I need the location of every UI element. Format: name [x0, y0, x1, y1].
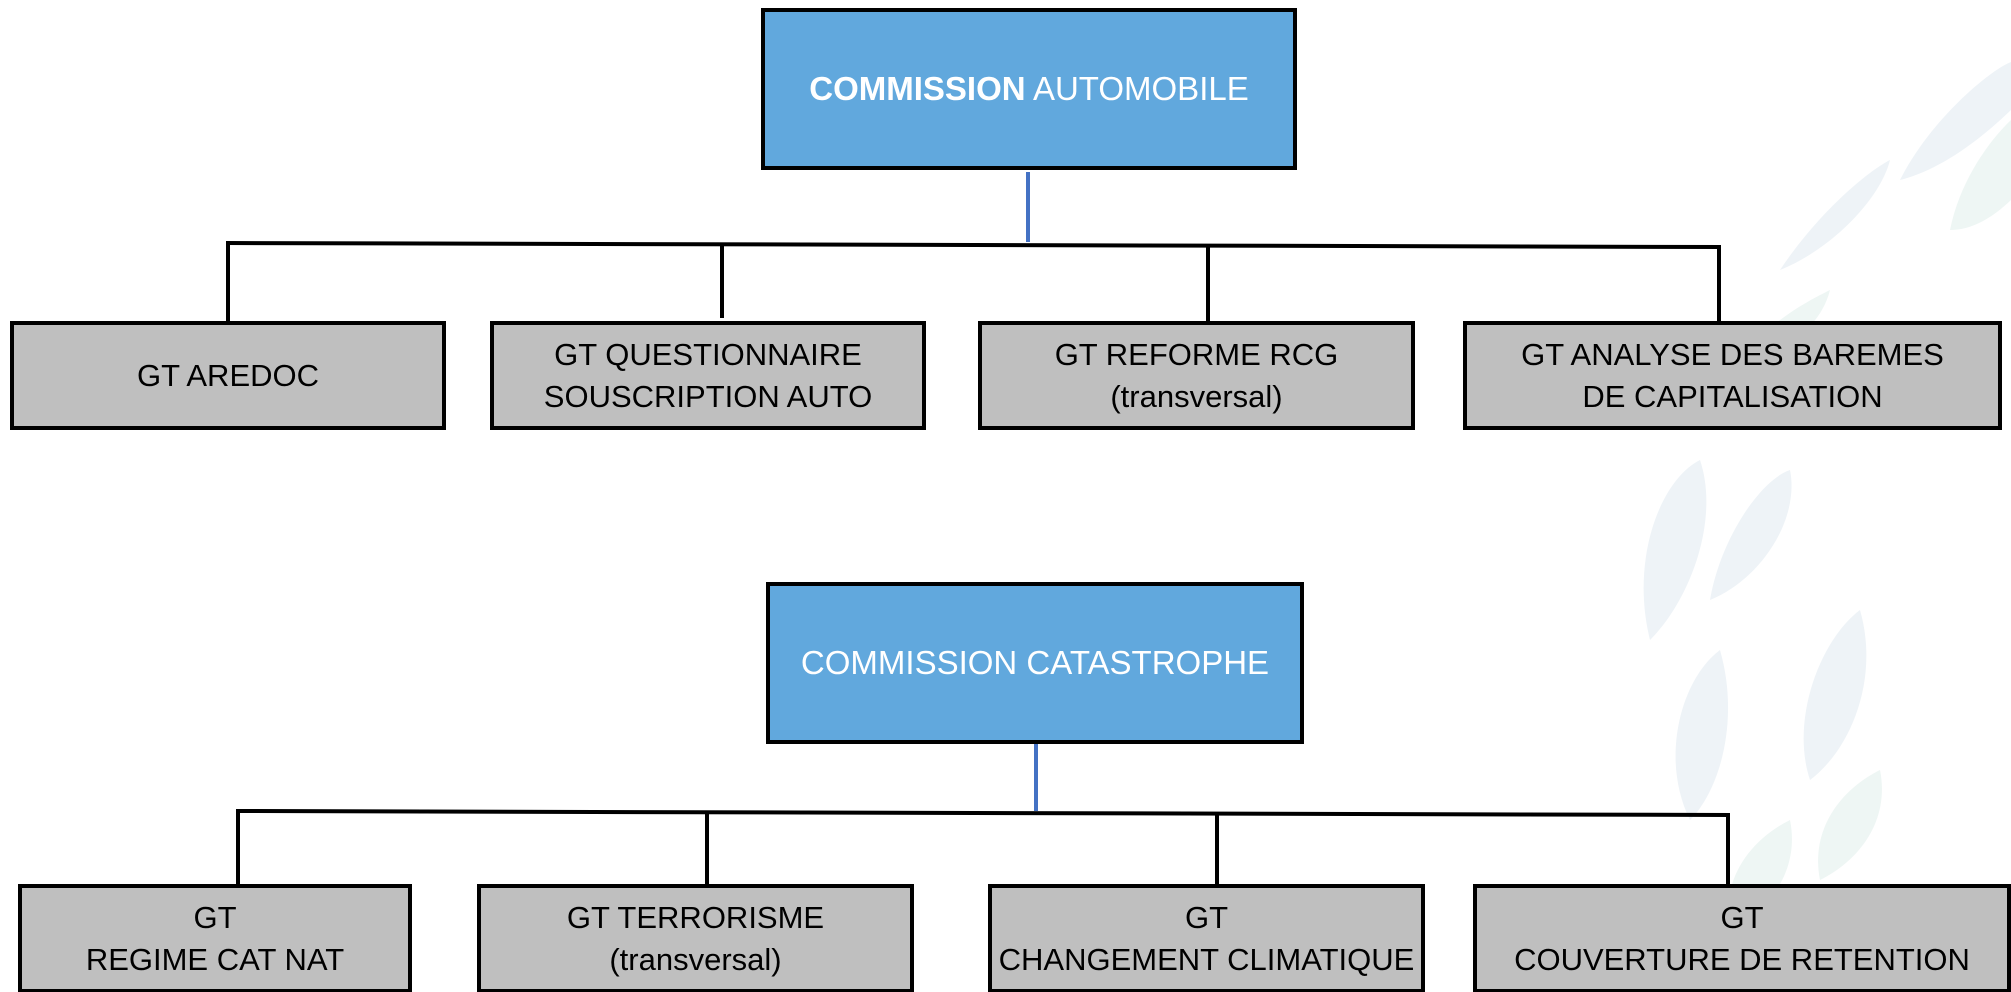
gt-regime-cat-nat-box: GT REGIME CAT NAT: [18, 884, 412, 992]
gt-reforme-rcg-label: GT REFORME RCG (transversal): [1054, 336, 1339, 414]
commission-automobile-rest: AUTOMOBILE: [1032, 70, 1249, 107]
commission-automobile-box: COMMISSION AUTOMOBILE: [761, 8, 1297, 170]
gt-aredoc-label: GT AREDOC: [136, 357, 320, 393]
connector-auto-bus: [225, 241, 1722, 249]
commission-automobile-bold: COMMISSION: [809, 70, 1026, 107]
gt-terrorisme-label: GT TERRORISME (transversal): [566, 899, 825, 977]
gt-couverture-retention-label: GT COUVERTURE DE RETENTION: [1514, 899, 1970, 977]
gt-questionnaire-box: GT QUESTIONNAIRE SOUSCRIPTION AUTO: [490, 321, 926, 430]
commission-catastrophe-label: COMMISSION CATASTROPHE: [800, 644, 1270, 681]
gt-regime-cat-nat-label: GT REGIME CAT NAT: [85, 899, 345, 977]
gt-questionnaire-label: GT QUESTIONNAIRE SOUSCRIPTION AUTO: [543, 336, 873, 414]
commission-automobile-label: COMMISSION AUTOMOBILE: [809, 70, 1248, 108]
commission-catastrophe-box: COMMISSION CATASTROPHE: [766, 582, 1304, 744]
gt-baremes-box: GT ANALYSE DES BAREMES DE CAPITALISATION: [1463, 321, 2002, 430]
gt-reforme-rcg-box: GT REFORME RCG (transversal): [978, 321, 1415, 430]
gt-couverture-retention-box: GT COUVERTURE DE RETENTION: [1473, 884, 2011, 992]
connector-cat-bus: [235, 809, 1731, 817]
gt-changement-climatique-box: GT CHANGEMENT CLIMATIQUE: [988, 884, 1425, 992]
gt-changement-climatique-label: GT CHANGEMENT CLIMATIQUE: [998, 899, 1415, 977]
gt-baremes-label: GT ANALYSE DES BAREMES DE CAPITALISATION: [1521, 336, 1944, 414]
gt-aredoc-box: GT AREDOC: [10, 321, 446, 430]
gt-terrorisme-box: GT TERRORISME (transversal): [477, 884, 914, 992]
